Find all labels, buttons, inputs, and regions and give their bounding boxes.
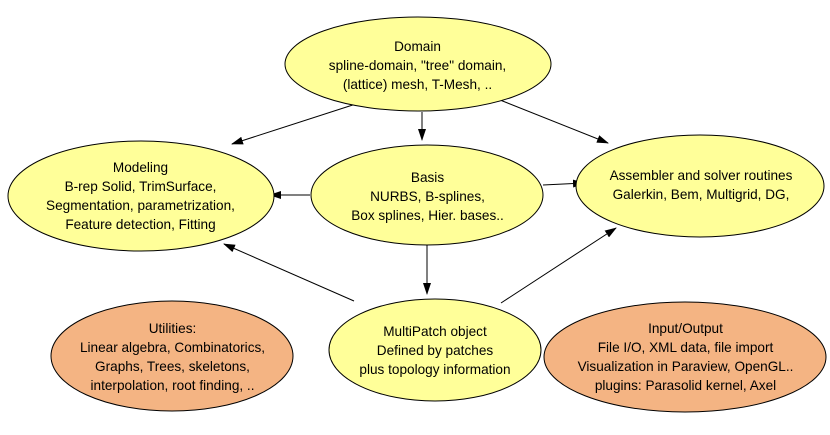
input-output-title: Input/Output (648, 321, 723, 336)
basis-node: Basis NURBS, B-splines, Box splines, Hie… (300, 156, 555, 236)
assembler-title: Assembler and solver routines (609, 168, 793, 183)
utilities-line-3: interpolation, root finding, .. (90, 378, 255, 393)
utilities-line-1: Linear algebra, Combinatorics, (79, 340, 266, 355)
arrow-domain-to-assembler (489, 95, 609, 144)
domain-ellipse (284, 16, 552, 112)
basis-ellipse (310, 144, 544, 246)
assembler-node: Assembler and solver routines Galerkin, … (572, 155, 830, 215)
utilities-line-2: Graphs, Trees, skeletons, (95, 359, 250, 374)
basis-line-1: NURBS, B-splines, (370, 188, 485, 204)
utilities-title: Utilities: (148, 321, 197, 336)
modeling-ellipse (7, 140, 275, 252)
input-output-line-2: Visualization in Paraview, OpenGL.. (577, 359, 794, 374)
domain-title: Domain (394, 38, 441, 54)
modeling-line-1: B-rep Solid, TrimSurface, (64, 179, 217, 194)
modeling-line-3: Feature detection, Fitting (65, 217, 216, 232)
multipatch-ellipse (328, 298, 542, 402)
arrow-multipatch-to-assembler (500, 227, 617, 304)
modeling-title: Modeling (112, 160, 169, 175)
input-output-line-1: File I/O, XML data, file import (597, 340, 774, 355)
domain-node: Domain spline-domain, "tree" domain, (la… (285, 27, 550, 103)
utilities-ellipse (50, 300, 294, 412)
input-output-ellipse (543, 301, 827, 413)
multipatch-line-2: plus topology information (359, 361, 511, 377)
edge-layer (223, 95, 617, 304)
basis-title: Basis (410, 169, 445, 185)
basis-line-2: Box splines, Hier. bases.. (351, 207, 504, 223)
domain-line-2: (lattice) mesh, T-Mesh, .. (342, 76, 493, 92)
utilities-node: Utilities: Linear algebra, Combinatorics… (45, 312, 300, 402)
input-output-line-3: plugins: Parasolid kernel, Axel (594, 378, 777, 393)
multipatch-title: MultiPatch object (383, 323, 487, 339)
assembler-line-1: Galerkin, Bem, Multigrid, DG, (612, 187, 790, 202)
ellipse-layer (7, 16, 827, 413)
arrow-domain-to-modeling (231, 101, 363, 145)
modeling-node: Modeling B-rep Solid, TrimSurface, Segme… (8, 156, 273, 236)
assembler-ellipse (575, 134, 825, 238)
multipatch-node: MultiPatch object Defined by patches plu… (325, 315, 545, 385)
input-output-node: Input/Output File I/O, XML data, file im… (538, 312, 830, 402)
modeling-line-2: Segmentation, parametrization, (46, 198, 235, 213)
multipatch-line-1: Defined by patches (376, 342, 494, 358)
domain-line-1: spline-domain, "tree" domain, (328, 57, 507, 73)
arrow-multipatch-to-modeling (223, 243, 355, 302)
